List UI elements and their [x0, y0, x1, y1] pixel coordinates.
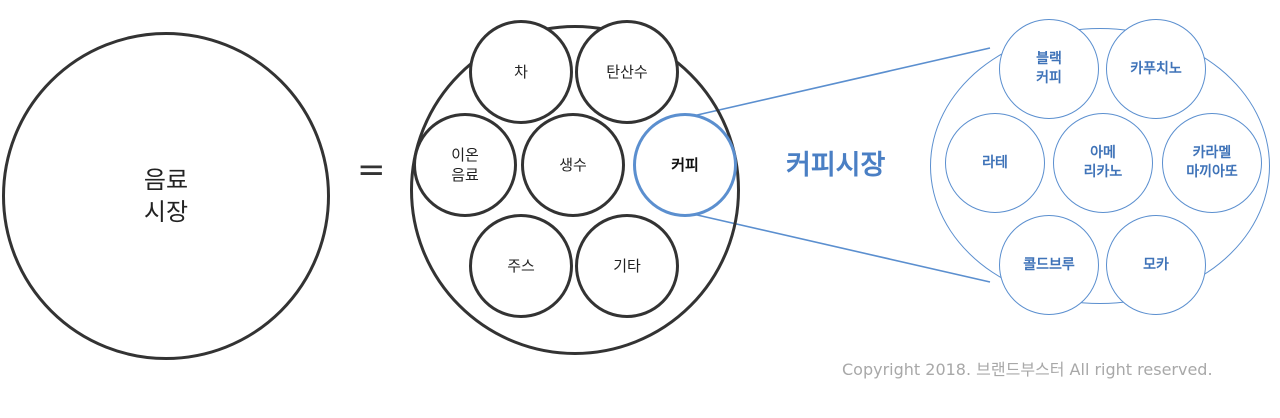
coffee-market-circle [930, 28, 1270, 304]
coffee-americano: 아메 리카노 [1053, 113, 1153, 213]
coffee-market-label: 커피시장 [786, 150, 886, 181]
coffee-cold-brew: 콜드브루 [999, 215, 1099, 315]
category-soda: 탄산수 [575, 20, 679, 124]
category-other: 기타 [575, 214, 679, 318]
category-juice: 주스 [469, 214, 573, 318]
coffee-cappuccino: 카푸치노 [1106, 19, 1206, 119]
category-water: 생수 [521, 113, 625, 217]
coffee-caramel-macchiato: 카라멜 마끼아또 [1162, 113, 1262, 213]
beverage-market-circle: 음료 시장 [2, 32, 330, 360]
category-tea: 차 [469, 20, 573, 124]
equals-sign: = [357, 150, 386, 190]
connector-line-top [683, 47, 991, 119]
coffee-black: 블랙 커피 [999, 19, 1099, 119]
category-ion-drink: 이온 음료 [413, 113, 517, 217]
beverage-market-label: 음료 시장 [143, 166, 189, 226]
beverage-categories-circle [410, 25, 740, 355]
copyright-text: Copyright 2018. 브랜드부스터 All right reserve… [842, 360, 1213, 379]
category-coffee: 커피 [633, 113, 737, 217]
coffee-latte: 라테 [945, 113, 1045, 213]
coffee-mocha: 모카 [1106, 215, 1206, 315]
